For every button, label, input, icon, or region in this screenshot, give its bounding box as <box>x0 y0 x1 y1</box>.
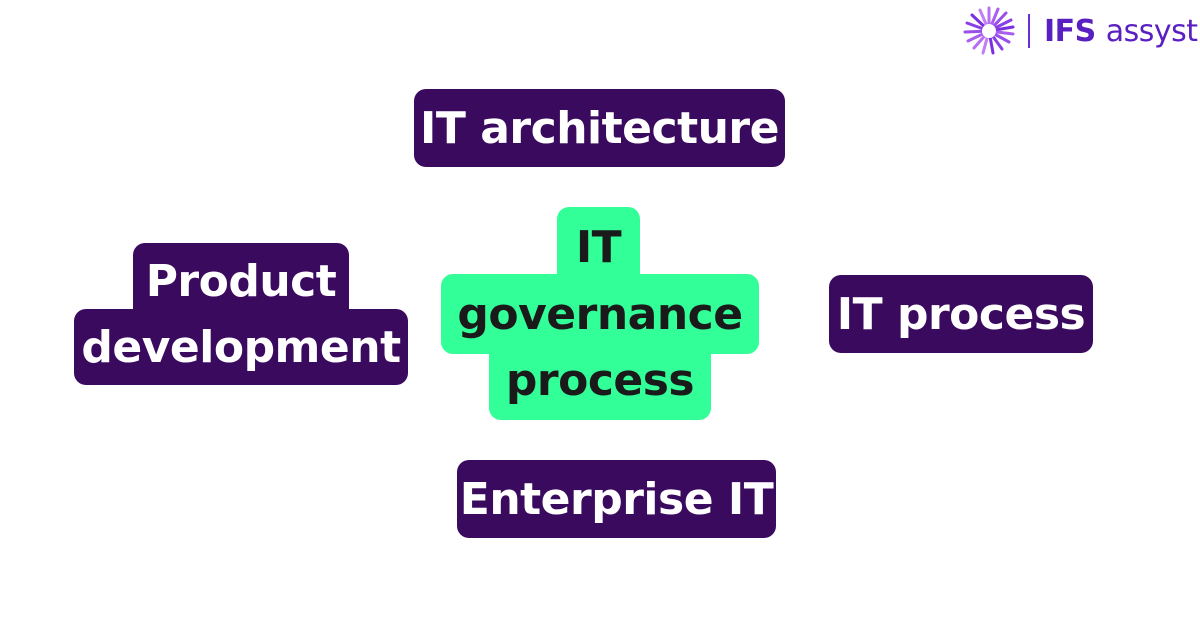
node-center-line-1: IT <box>557 207 640 287</box>
node-product-development-line-2: development <box>74 309 408 385</box>
logo-divider <box>1028 14 1030 48</box>
node-product-development-label-2: development <box>81 321 401 373</box>
node-center-label-2: governance <box>457 288 743 340</box>
node-enterprise-it-label: Enterprise IT <box>459 473 774 525</box>
node-it-architecture: IT architecture <box>414 89 785 167</box>
node-center-label-3: process <box>505 354 695 406</box>
brand-logo: IFS assyst <box>960 6 1198 56</box>
node-it-process-label: IT process <box>836 288 1086 340</box>
node-it-architecture-label: IT architecture <box>420 102 779 154</box>
node-product-development-line-1: Product <box>133 243 349 319</box>
node-product-development-label-1: Product <box>145 255 337 307</box>
logo-light-text: assyst <box>1105 13 1198 49</box>
logo-bold-text: IFS <box>1044 13 1096 49</box>
node-it-process: IT process <box>829 275 1093 353</box>
node-enterprise-it: Enterprise IT <box>457 460 776 538</box>
node-center-line-3: process <box>489 340 711 420</box>
node-center-label-1: IT <box>575 221 622 273</box>
ifs-starburst-icon <box>963 6 1015 55</box>
logo-wordmark: IFS assyst <box>1044 14 1198 49</box>
